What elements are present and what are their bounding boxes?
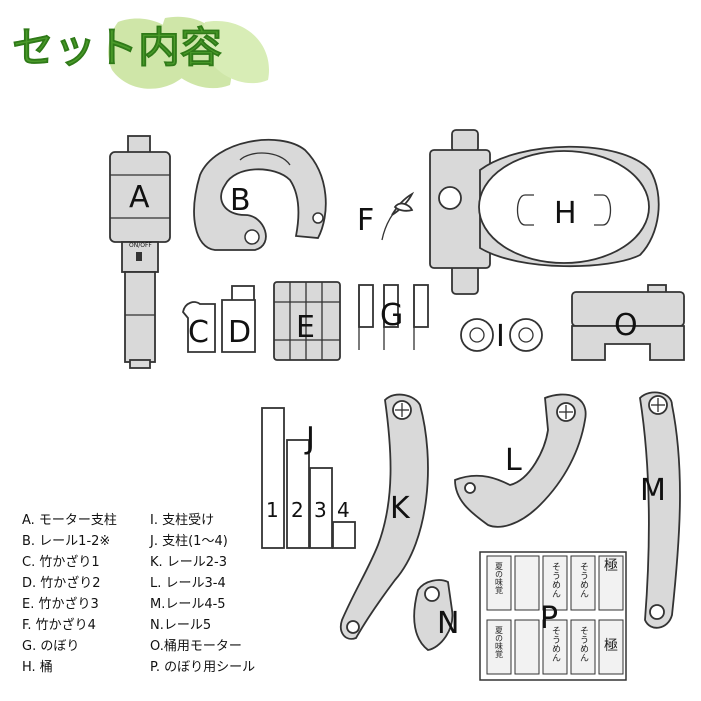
legend-item-p: P. のぼり用シール	[150, 660, 256, 675]
sticker-text-8: そうめん	[578, 626, 589, 662]
label-m: M	[640, 473, 666, 508]
sticker-text-6: 極	[604, 638, 618, 654]
sticker-text-7: そうめん	[550, 626, 561, 662]
title-leaves	[108, 16, 270, 89]
part-c-bamboo-decoration-1: C	[182, 301, 216, 353]
legend-item-k: K. レール2-3	[150, 555, 228, 570]
label-n: N	[437, 606, 459, 641]
label-d: D	[228, 315, 251, 350]
sticker-text-2: 極	[604, 558, 618, 574]
sticker-text-3: そうめん	[550, 562, 561, 598]
label-i: I	[496, 319, 505, 354]
label-f: F	[357, 203, 374, 238]
label-l: L	[505, 443, 522, 478]
part-m-rail-4-5: M	[639, 391, 681, 629]
label-e: E	[296, 310, 315, 345]
legend-item-j: J. 支柱(1〜4)	[150, 534, 228, 549]
part-j-pillars: J 1 2 3 4	[261, 407, 356, 549]
legend-item-e: E. 竹かざり3	[22, 597, 99, 612]
part-l-rail-3-4: L	[454, 393, 587, 528]
part-n-rail-5: N	[413, 579, 459, 651]
part-i-pillar-holder: I	[460, 318, 543, 354]
pillar-number-4: 4	[337, 498, 350, 522]
part-e-bamboo-decoration-3: E	[273, 281, 341, 361]
pillar-number-1: 1	[266, 498, 279, 522]
part-d-bamboo-decoration-2: D	[221, 285, 256, 353]
page-title: セット内容	[12, 23, 222, 72]
sticker-row-top	[486, 555, 624, 611]
legend-item-d: D. 竹かざり2	[22, 576, 101, 591]
label-k: K	[390, 491, 411, 526]
label-b: B	[230, 183, 251, 218]
label-o: O	[614, 308, 638, 343]
sticker-text-4: そうめん	[578, 562, 589, 598]
legend-item-b: B. レール1-2※	[22, 534, 111, 549]
pillar-number-3: 3	[314, 498, 327, 522]
label-g: G	[380, 298, 403, 333]
legend-item-m: M.レール4-5	[150, 597, 226, 612]
pillar-number-2: 2	[291, 498, 304, 522]
sticker-text-5: 夏の味覚	[495, 626, 504, 659]
part-f-bamboo-decoration-4: F	[357, 191, 415, 241]
motor-switch-label: ON/OFF	[129, 242, 152, 249]
part-h-tub: H	[429, 129, 660, 295]
part-k-rail-2-3: K	[340, 393, 429, 640]
legend-item-a: A. モーター支柱	[22, 513, 117, 528]
part-o-tub-motor: O	[571, 284, 685, 361]
legend-item-i: I. 支柱受け	[150, 513, 215, 528]
part-g-banners: G	[358, 284, 429, 350]
legend-item-c: C. 竹かざり1	[22, 555, 100, 570]
legend-item-n: N.レール5	[150, 618, 212, 633]
legend-item-f: F. 竹かざり4	[22, 618, 96, 633]
label-c: C	[188, 315, 209, 350]
label-j: J	[304, 421, 315, 456]
sticker-text-1: 夏の味覚	[495, 562, 504, 595]
label-h: H	[554, 196, 577, 231]
legend-item-h: H. 桶	[22, 660, 53, 675]
part-a-motor-pillar: ON/OFF A	[109, 135, 171, 369]
label-a: A	[129, 180, 150, 215]
sticker-row-bottom	[486, 619, 624, 675]
part-b-rail-1-2: B	[193, 138, 327, 251]
part-p-banner-stickers: 夏の味覚 極 そうめん そうめん 夏の味覚 極 そうめん そうめん P	[479, 551, 627, 681]
legend-left: A. モーター支柱 B. レール1-2※ C. 竹かざり1 D. 竹かざり2 E…	[22, 510, 117, 678]
legend-item-g: G. のぼり	[22, 639, 80, 654]
legend-right: I. 支柱受け J. 支柱(1〜4) K. レール2-3 L. レール3-4 M…	[150, 510, 255, 678]
label-p: P	[540, 601, 558, 636]
legend-item-o: O.桶用モーター	[150, 639, 242, 654]
legend-item-l: L. レール3-4	[150, 576, 226, 591]
